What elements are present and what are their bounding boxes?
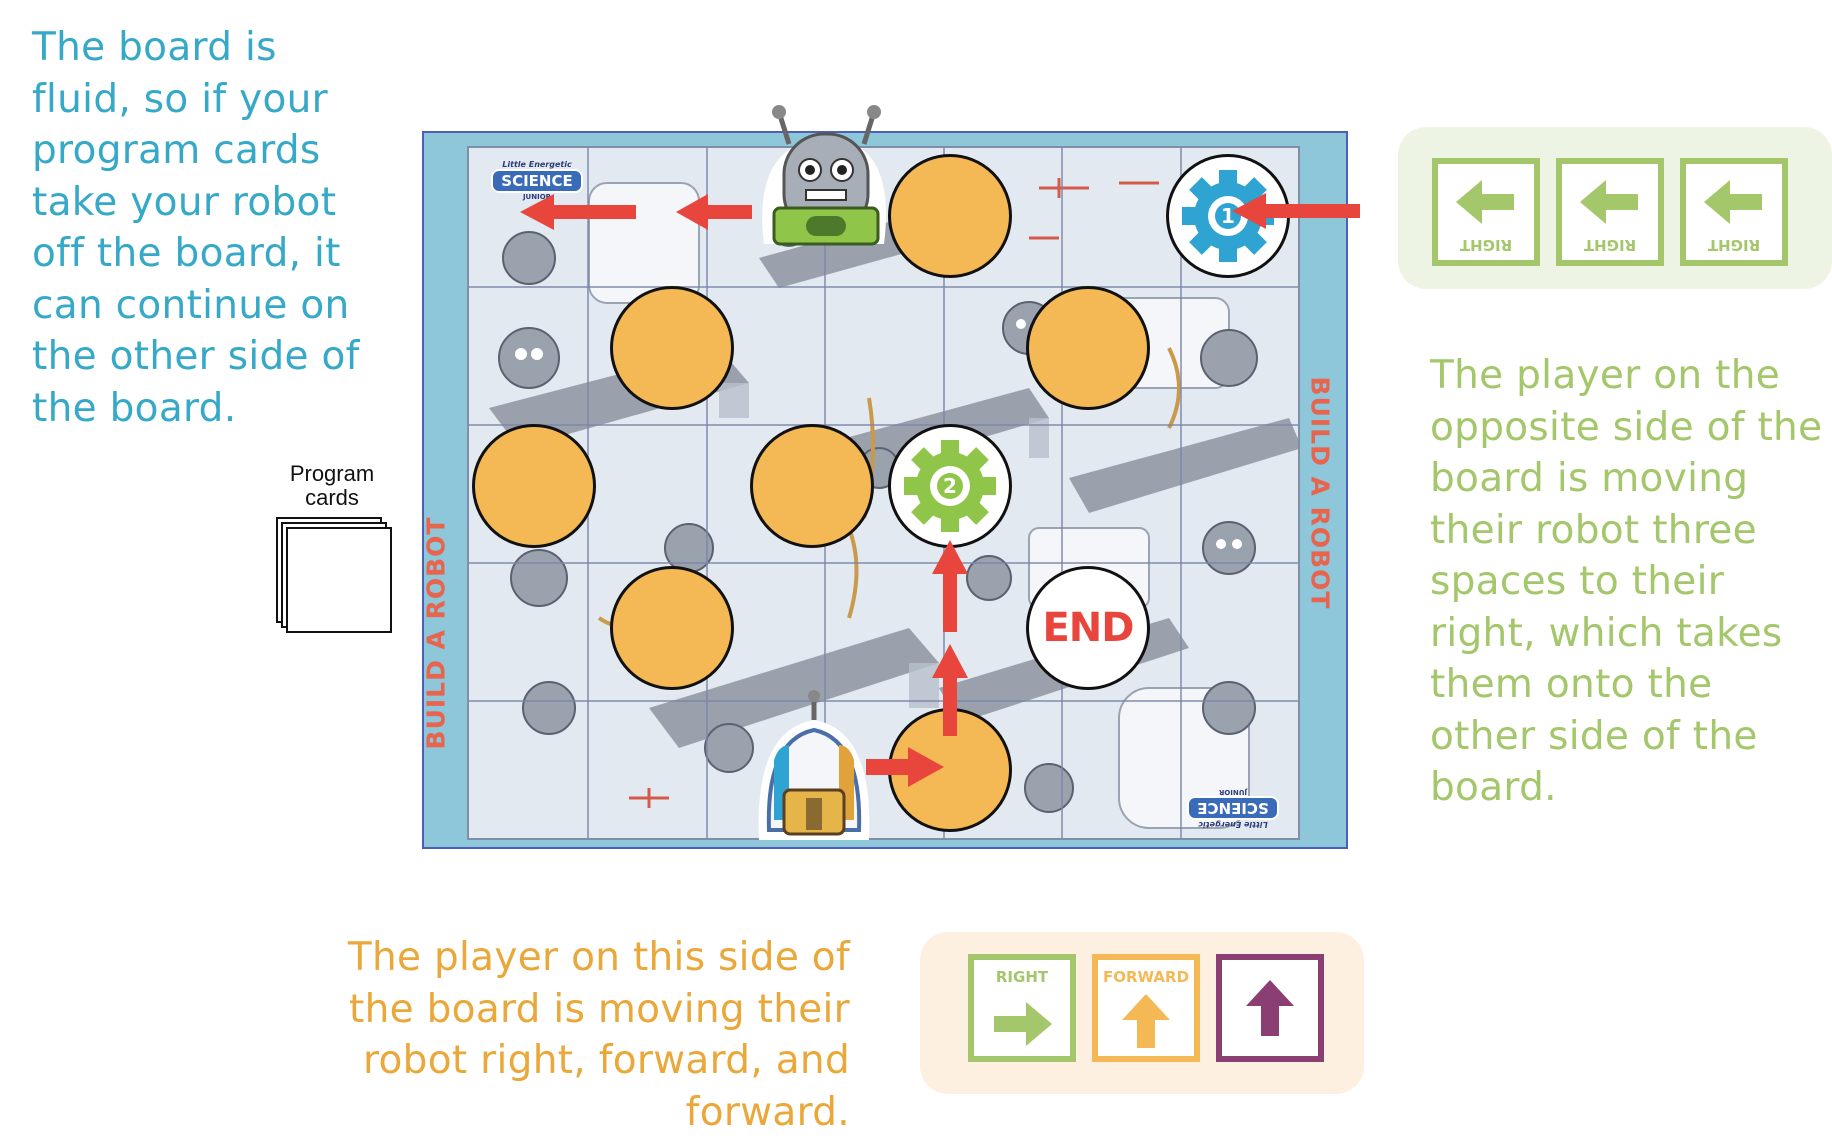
move-arrow-up-icon: [932, 540, 968, 632]
grid-line-vertical: [705, 148, 708, 838]
gear-space-2[interactable]: 2: [888, 424, 1012, 548]
arrow-left-icon: [1704, 180, 1762, 224]
program-cards-label: Program cards: [289, 461, 375, 510]
move-arrow-left-icon: [676, 194, 752, 230]
program-card-stack-top[interactable]: [286, 527, 392, 633]
gear-space-1[interactable]: 1: [1166, 154, 1290, 278]
card-label: RIGHT: [1707, 236, 1761, 254]
science-junior-logo-rotated: Little Energetic SCIENCE JUNIOR: [1187, 788, 1279, 829]
card-right-opponent-2[interactable]: RIGHT: [1556, 158, 1664, 266]
move-arrow-left-icon: [520, 194, 636, 230]
board-title-right: BUILD A ROBOT: [1305, 376, 1335, 610]
card-label: RIGHT: [995, 968, 1049, 986]
arrow-right-icon: [994, 1002, 1052, 1046]
move-arrow-left-icon: [1232, 193, 1360, 229]
grey-robot-token[interactable]: [744, 104, 904, 270]
move-arrow-right-icon: [866, 747, 944, 787]
end-space[interactable]: END: [1026, 566, 1150, 690]
grid-line-horizontal: [469, 424, 1298, 426]
grid-line-horizontal: [469, 562, 1298, 564]
move-arrow-up-icon: [932, 644, 968, 736]
gear-number-2: 2: [943, 474, 957, 498]
arrow-left-icon: [1456, 180, 1514, 224]
grid-line-horizontal: [469, 286, 1298, 288]
board-space[interactable]: [610, 566, 734, 690]
card-right-opponent-1[interactable]: RIGHT: [1432, 158, 1540, 266]
gear-number-1: 1: [1221, 204, 1235, 228]
grid-line-horizontal: [469, 700, 1298, 702]
gear-icon: [904, 440, 996, 532]
board-space[interactable]: [888, 154, 1012, 278]
end-label: END: [1042, 605, 1134, 651]
board-space[interactable]: [750, 424, 874, 548]
card-forward[interactable]: FORWARD: [1092, 954, 1200, 1062]
board-title-left: BUILD A ROBOT: [421, 516, 451, 750]
arrow-up-icon: [1246, 980, 1294, 1036]
player-move-note: The player on this side of the board is …: [347, 935, 850, 1135]
grid-line-vertical: [1061, 148, 1064, 838]
card-label: FORWARD: [1102, 968, 1190, 986]
board-space[interactable]: [610, 286, 734, 410]
card-label: RIGHT: [1583, 236, 1637, 254]
card-right[interactable]: RIGHT: [968, 954, 1076, 1062]
arrow-up-icon: [1122, 994, 1170, 1048]
board-space[interactable]: [472, 424, 596, 548]
board-fluid-note: The board is fluid, so if your program c…: [32, 25, 360, 431]
grid-line-vertical: [1179, 148, 1182, 838]
science-junior-logo: Little Energetic SCIENCE JUNIOR: [491, 160, 583, 201]
opponent-move-note: The player on the opposite side of the b…: [1430, 353, 1823, 810]
card-right-opponent-3[interactable]: RIGHT: [1680, 158, 1788, 266]
card-label: RIGHT: [1459, 236, 1513, 254]
blue-robot-token[interactable]: [744, 690, 884, 850]
arrow-left-icon: [1580, 180, 1638, 224]
game-board: BUILD A ROBOT BUILD A ROBOT: [422, 131, 1348, 849]
board-space[interactable]: [1026, 286, 1150, 410]
card-forward-blank[interactable]: [1216, 954, 1324, 1062]
